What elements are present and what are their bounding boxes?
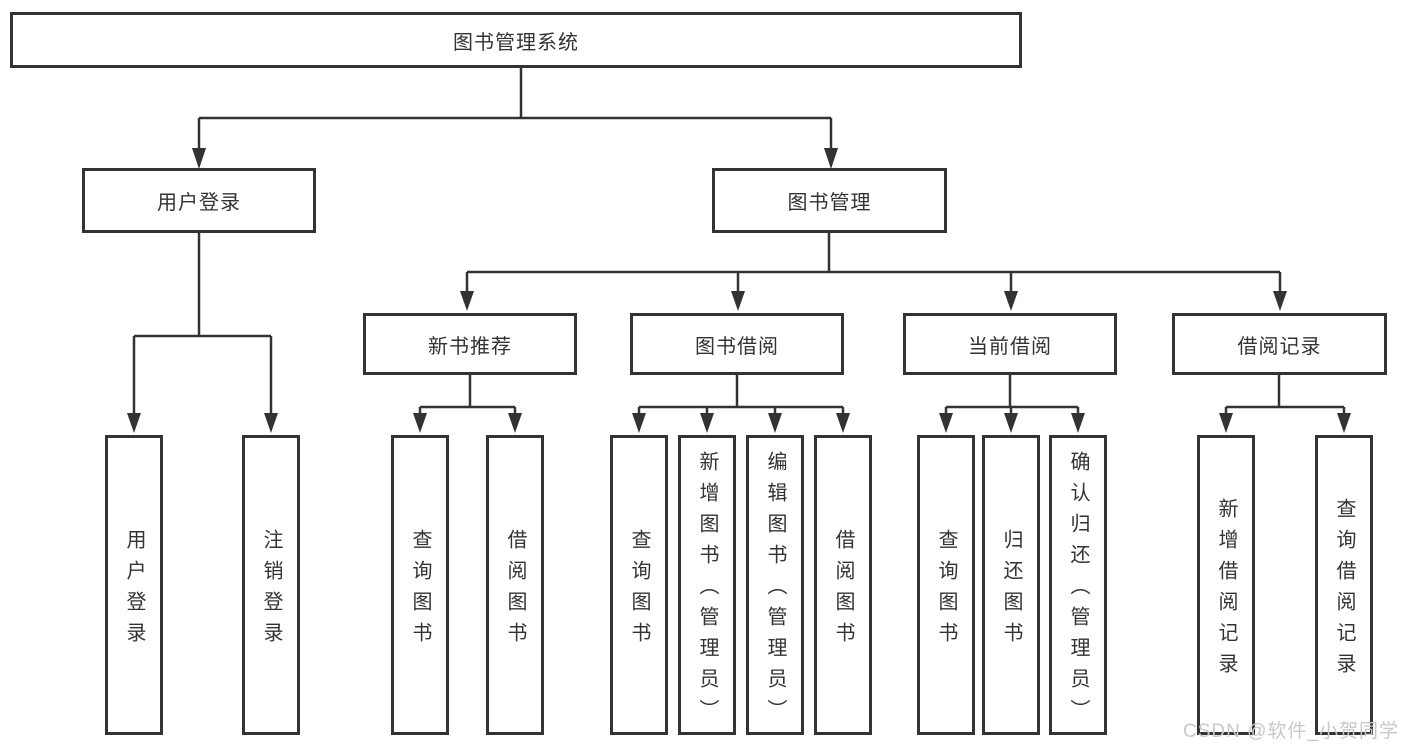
leaf-add-books-admin: 新增图书（管理员） bbox=[678, 435, 736, 735]
node-user-login-label: 用户登录 bbox=[157, 192, 241, 214]
leaf-query-books-current-label: 查询图书 bbox=[935, 528, 957, 653]
leaf-logout: 注销登录 bbox=[242, 435, 300, 735]
leaf-confirm-return-admin: 确认归还（管理员） bbox=[1049, 435, 1107, 735]
leaf-query-books-recommend-label: 查询图书 bbox=[409, 528, 431, 653]
node-new-book-recommend: 新书推荐 bbox=[363, 313, 577, 375]
leaf-return-books-label: 归还图书 bbox=[1000, 528, 1022, 653]
node-user-login: 用户登录 bbox=[82, 168, 316, 233]
leaf-borrow-books: 借阅图书 bbox=[814, 435, 872, 735]
leaf-query-books-recommend: 查询图书 bbox=[391, 435, 449, 735]
csdn-watermark: CSDN @软件_小贺同学 bbox=[1183, 721, 1399, 742]
leaf-query-books-borrow: 查询图书 bbox=[610, 435, 668, 735]
leaf-user-login: 用户登录 bbox=[105, 435, 163, 735]
node-book-borrow-label: 图书借阅 bbox=[695, 335, 779, 358]
leaf-add-borrow-record: 新增借阅记录 bbox=[1197, 435, 1255, 735]
node-current-borrow-label: 当前借阅 bbox=[968, 335, 1052, 358]
node-book-borrow: 图书借阅 bbox=[630, 313, 844, 375]
node-root-label: 图书管理系统 bbox=[453, 31, 579, 54]
leaf-query-borrow-record: 查询借阅记录 bbox=[1315, 435, 1373, 735]
leaf-query-borrow-record-label: 查询借阅记录 bbox=[1333, 497, 1355, 684]
arrowhead-icons bbox=[127, 148, 1351, 433]
leaf-logout-label: 注销登录 bbox=[260, 528, 282, 653]
node-borrow-records-label: 借阅记录 bbox=[1237, 335, 1322, 358]
node-new-book-recommend-label: 新书推荐 bbox=[428, 335, 512, 358]
leaf-edit-books-admin: 编辑图书（管理员） bbox=[746, 435, 804, 735]
leaf-return-books: 归还图书 bbox=[982, 435, 1040, 735]
node-borrow-records: 借阅记录 bbox=[1172, 313, 1387, 375]
leaf-borrow-books-recommend-label: 借阅图书 bbox=[504, 528, 526, 653]
leaf-borrow-books-label: 借阅图书 bbox=[832, 528, 854, 653]
leaf-edit-books-admin-label: 编辑图书（管理员） bbox=[764, 451, 786, 730]
leaf-query-books-borrow-label: 查询图书 bbox=[628, 528, 650, 653]
node-book-management-label: 图书管理 bbox=[787, 192, 872, 214]
leaf-user-login-label: 用户登录 bbox=[123, 528, 145, 653]
leaf-borrow-books-recommend: 借阅图书 bbox=[486, 435, 544, 735]
node-book-management: 图书管理 bbox=[712, 168, 947, 233]
leaf-add-borrow-record-label: 新增借阅记录 bbox=[1215, 497, 1237, 684]
node-current-borrow: 当前借阅 bbox=[903, 313, 1117, 375]
node-root-system: 图书管理系统 bbox=[10, 12, 1022, 68]
leaf-query-books-current: 查询图书 bbox=[917, 435, 975, 735]
leaf-add-books-admin-label: 新增图书（管理员） bbox=[696, 451, 718, 730]
leaf-confirm-return-admin-label: 确认归还（管理员） bbox=[1067, 451, 1089, 730]
